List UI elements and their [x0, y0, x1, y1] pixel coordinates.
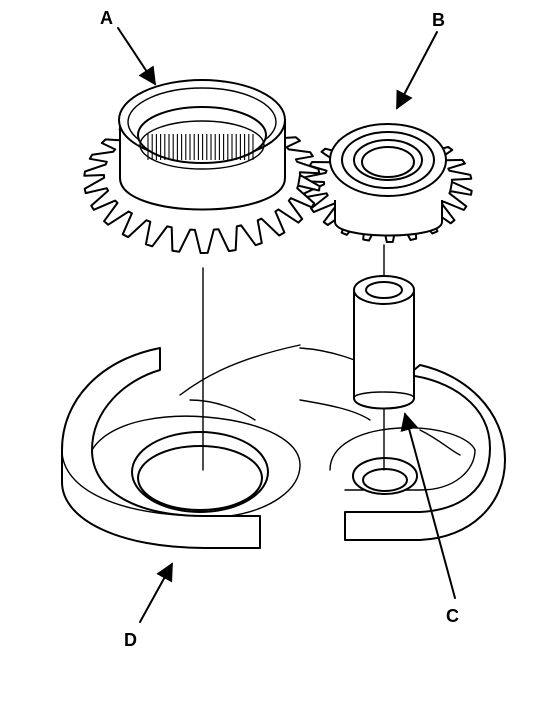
housing-base-plate [61, 344, 506, 549]
left-socket [131, 431, 269, 513]
needle-bearing [147, 134, 254, 160]
callout-arrow-a [117, 27, 156, 86]
callout-arrow-b [396, 31, 438, 110]
right-socket [352, 457, 418, 495]
callout-label-a: A [100, 8, 113, 28]
callout-label-c: C [446, 606, 459, 626]
callout-arrow-c [400, 412, 456, 599]
callout-arrow-d [139, 562, 173, 623]
shaft-pin [353, 275, 415, 410]
large-gear [83, 79, 321, 254]
callout-label-d: D [124, 630, 137, 650]
small-gear [303, 123, 473, 243]
callout-label-b: B [432, 10, 445, 30]
